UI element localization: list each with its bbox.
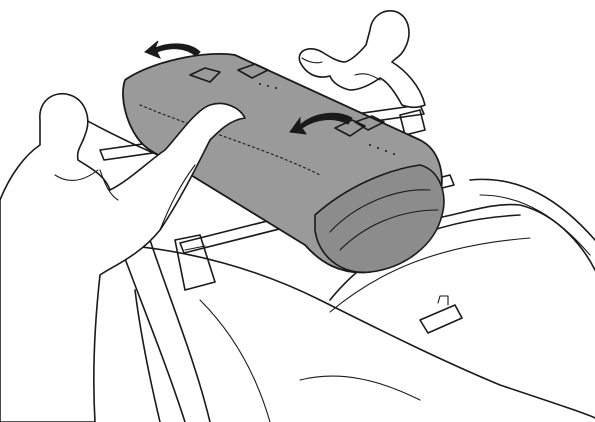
person-left [0,94,245,422]
